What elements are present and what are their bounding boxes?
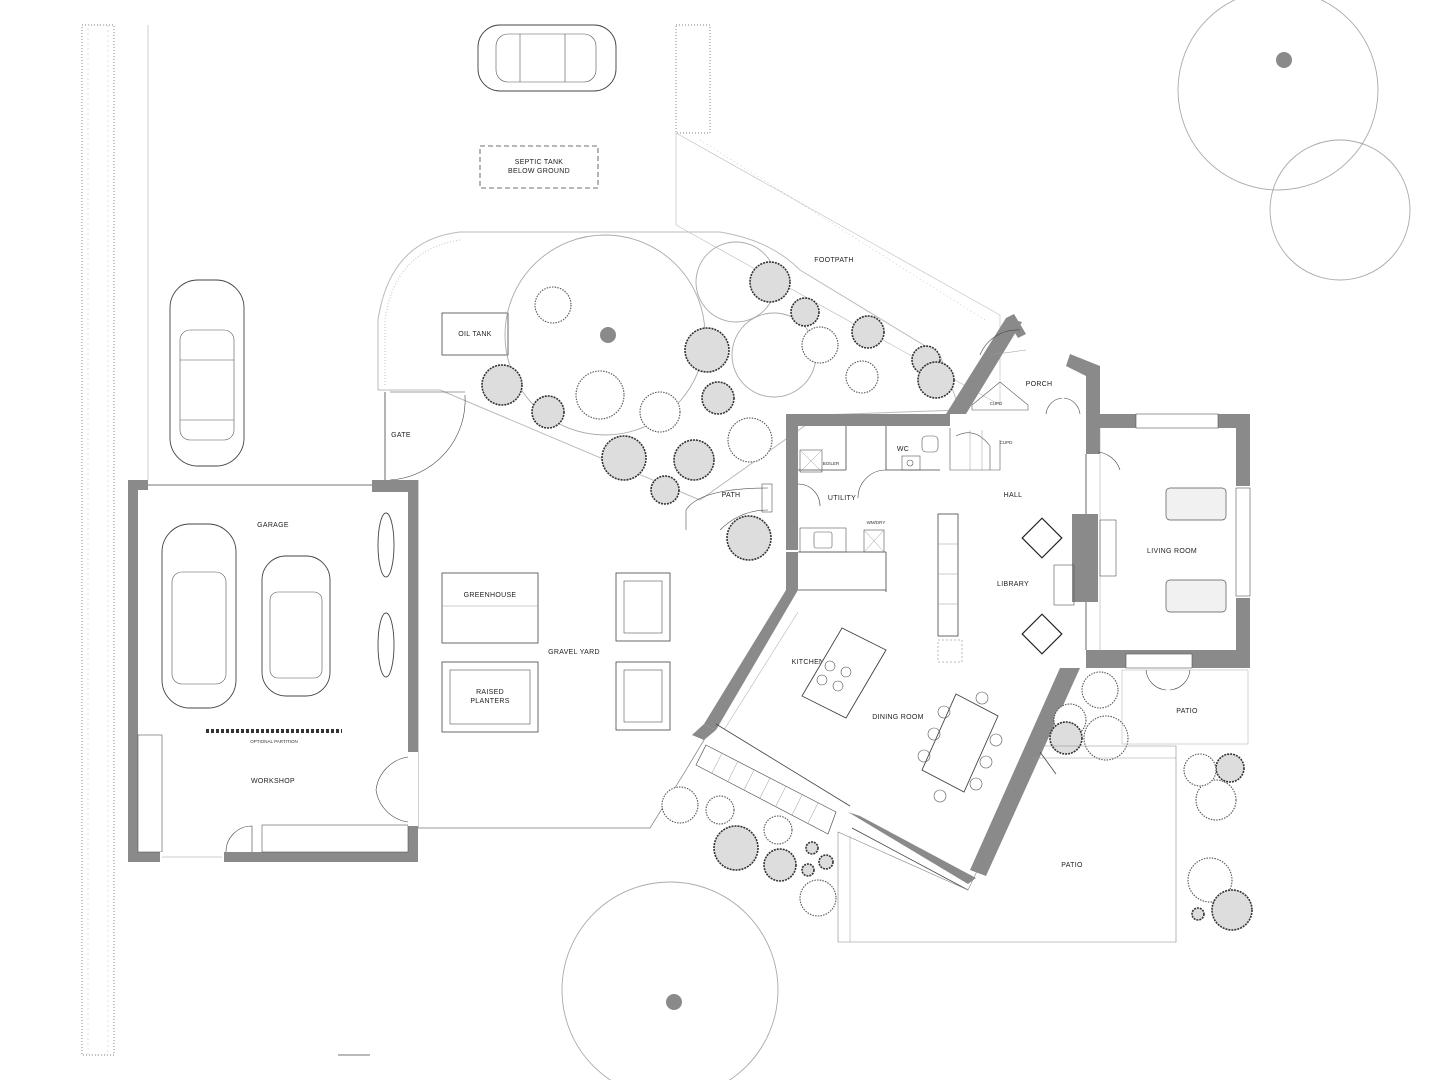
patio-upper: PATIO [1121, 669, 1249, 745]
gate-label: GATE [391, 432, 411, 439]
tree-top-right [1177, 0, 1411, 281]
motorbike-1 [377, 512, 395, 578]
garden-shrubs [481, 261, 955, 505]
wc-utility: WC BOILER UTILITY WM/DRY [761, 435, 939, 553]
patio-upper-label: PATIO [1176, 708, 1198, 715]
garage-label: GARAGE [257, 522, 289, 529]
oil-tank: OIL TANK [441, 312, 509, 356]
dining-room: DINING ROOM [872, 691, 1003, 803]
porch-label: PORCH [1026, 381, 1053, 388]
septic-tank-label-2: BELOW GROUND [508, 168, 570, 175]
workshop-label: WORKSHOP [251, 778, 295, 785]
greenhouse-label: GREENHOUSE [464, 592, 517, 599]
top-hedge [675, 24, 711, 134]
optional-partition-label: OPTIONAL PARTITION [250, 739, 297, 744]
kitchen-label: KITCHEN [792, 659, 825, 666]
garden-bed [377, 231, 961, 501]
garage: GARAGE OPTIONAL PARTITION WORKSHOP [128, 480, 418, 862]
garage-car-1 [161, 523, 237, 709]
kitchen-island [801, 627, 887, 719]
oil-tank-label: OIL TANK [458, 331, 491, 338]
greenhouse: GREENHOUSE [441, 572, 539, 644]
septic-tank: SEPTIC TANK BELOW GROUND [479, 145, 599, 189]
left-hedge [81, 24, 115, 1056]
steps [695, 744, 837, 835]
patio-lower-label: PATIO [1061, 862, 1083, 869]
footpath: FOOTPATH [675, 132, 1001, 406]
gravel-yard: GRAVEL YARD [417, 480, 717, 829]
garage-car-2 [261, 555, 331, 697]
tree-bottom [561, 881, 779, 1080]
washer-dryer-label: WM/DRY [867, 520, 886, 525]
porch-cupboard-label: CUPD [990, 401, 1004, 406]
library: LIBRARY [937, 513, 1075, 663]
raised-planters: RAISED PLANTERS [441, 572, 671, 733]
library-label: LIBRARY [997, 581, 1029, 588]
raised-planters-label-2: PLANTERS [470, 698, 509, 705]
living-room: LIVING ROOM [1099, 487, 1227, 613]
hall-cupboard-label: CUPD [1000, 440, 1014, 445]
path: PATH [685, 487, 772, 561]
house [692, 314, 1251, 891]
sofa-1 [1165, 487, 1227, 521]
gravel-yard-label: GRAVEL YARD [548, 649, 600, 656]
dining-room-label: DINING ROOM [872, 714, 924, 721]
hall-label: HALL [1004, 492, 1023, 499]
hall-stairs: CUPD HALL [949, 428, 1121, 499]
boiler-label: BOILER [823, 461, 840, 466]
porch: PORCH CUPD [971, 329, 1081, 415]
dining-table [921, 693, 999, 793]
utility-label: UTILITY [828, 495, 856, 502]
gate: GATE [384, 391, 466, 481]
patio-lower: PATIO [837, 745, 1177, 943]
wc-label: WC [897, 446, 909, 453]
car-driveway [169, 279, 245, 467]
car-top [477, 24, 617, 92]
footpath-label: FOOTPATH [814, 257, 853, 264]
lower-shrubs [661, 671, 1253, 931]
living-room-label: LIVING ROOM [1147, 548, 1197, 555]
septic-tank-label: SEPTIC TANK [515, 159, 564, 166]
kitchen: KITCHEN [792, 627, 887, 719]
sofa-2 [1165, 579, 1227, 613]
raised-planters-label: RAISED [476, 689, 504, 696]
path-label: PATH [722, 492, 741, 499]
motorbike-2 [377, 612, 395, 678]
